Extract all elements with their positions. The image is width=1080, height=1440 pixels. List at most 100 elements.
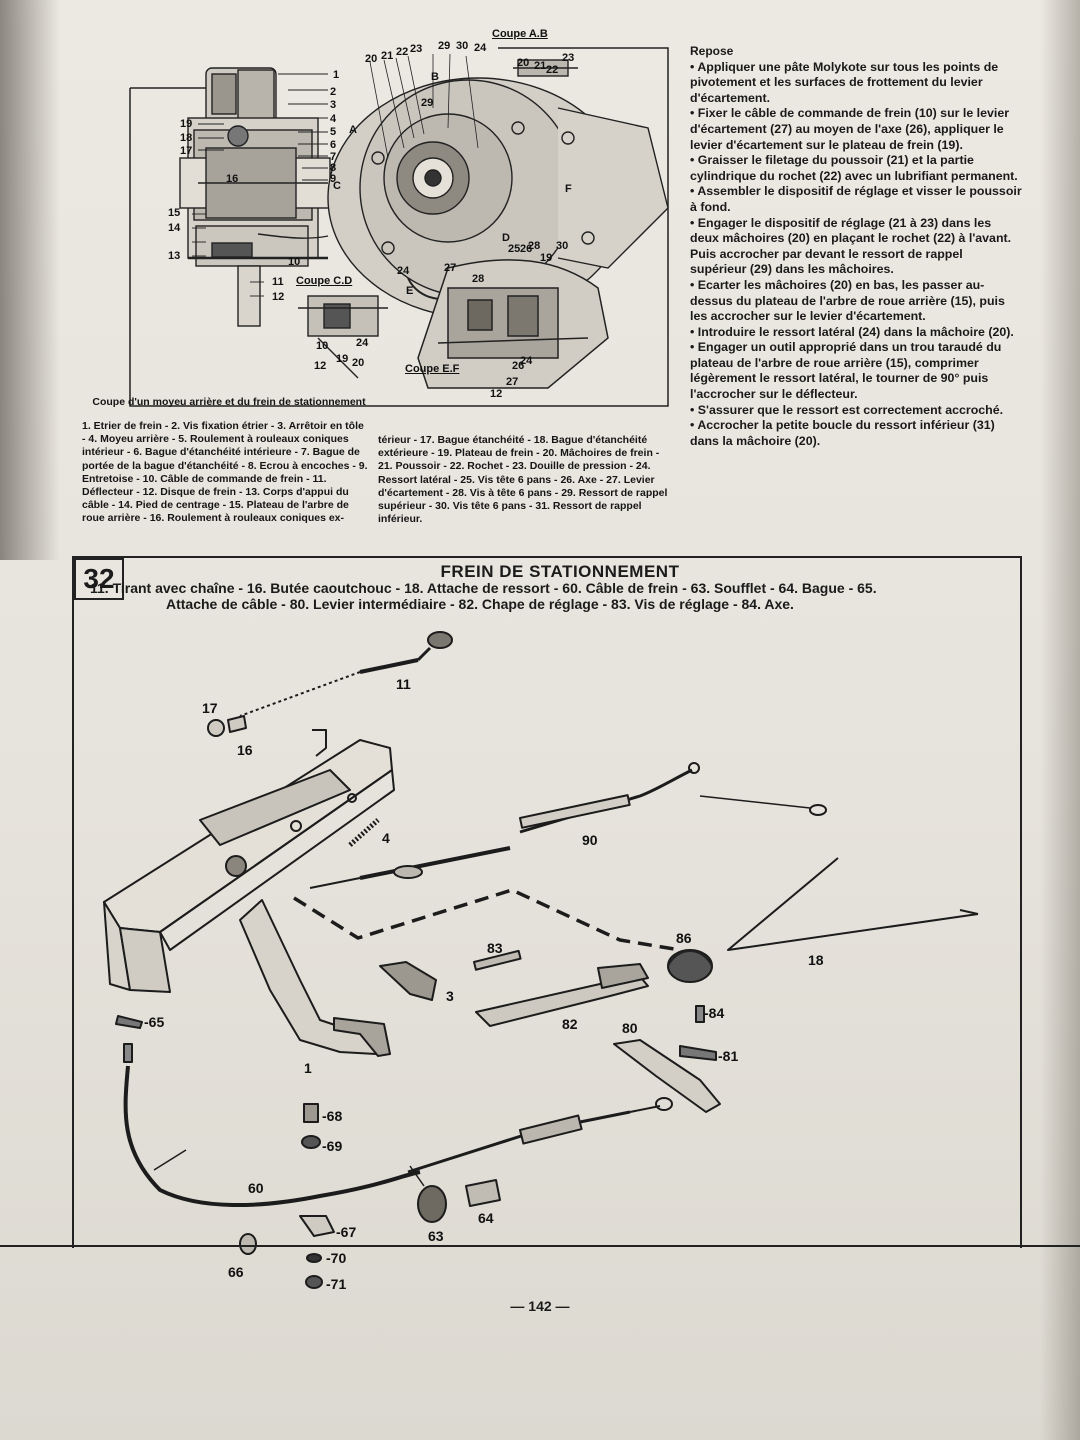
callout-14: 14 [168,222,181,234]
callout-15: 15 [168,207,181,219]
coupe-ef-label: Coupe E.F [405,363,460,375]
callout-2: 2 [330,86,337,98]
part-16: 16 [237,742,253,758]
part-81: -81 [718,1048,739,1064]
callout-16: 16 [226,173,239,185]
page-shadow-right [1040,0,1080,1440]
callout-9: 9 [330,173,337,185]
callout-cd-24: 24 [356,337,369,349]
coupe-cd-label: Coupe C.D [296,275,353,287]
callout-ab-21: 21 [534,60,547,72]
callout-5: 5 [330,126,337,138]
hub-section-drawing [129,47,669,407]
part-63: 63 [428,1228,444,1244]
section-bottom-rule [0,1245,1080,1247]
callout-ef-19: 19 [540,252,553,264]
repose-step: • Accrocher la petite boucle du ressort … [690,418,995,448]
part-80: 80 [622,1020,638,1036]
letter-b: B [431,71,439,83]
part-11: 11 [396,676,411,692]
section-frame [72,556,1022,1248]
callout-cd-19: 19 [336,353,349,365]
callout-7: 7 [330,151,337,163]
part-83: 83 [487,940,503,956]
figure-caption-col2: térieur - 17. Bague étanchéité - 18. Bag… [378,434,668,526]
callout-ef-30: 30 [556,240,569,252]
letter-f: F [565,183,572,195]
callout-11: 11 [272,276,284,288]
hub-section-figure [88,38,683,408]
part-64: 64 [478,1210,494,1226]
repose-step: • S'assurer que le ressort est correctem… [690,402,1004,417]
part-67: -67 [336,1224,357,1240]
callout-cd-20: 20 [352,357,365,369]
callout-12: 12 [272,291,285,303]
repose-step: • Assembler le dispositif de réglage et … [690,184,1022,214]
callout-ab-23: 23 [562,52,575,64]
part-69: -69 [322,1138,343,1154]
section-title: FREIN DE STATIONNEMENT [440,562,680,581]
letter-d: D [502,232,510,244]
callout-28-lower: 24 [520,355,533,367]
part-4: 4 [382,830,390,846]
repose-step: • Ecarter les mâchoires (20) en bas, les… [690,277,1005,324]
part-65: -65 [144,1014,165,1030]
letter-e: E [406,285,414,297]
callout-ef-12: 12 [490,388,503,400]
section-caption: 11. Tirant avec chaîne - 16. Butée caout… [90,580,1020,612]
repose-step: • Introduire le ressort latéral (24) dan… [690,324,1014,339]
callout-10: 10 [288,256,301,268]
callout-top-20: 20 [365,53,378,65]
callout-4: 4 [330,113,337,125]
callout-ef-27: 27 [506,376,519,388]
callout-top-30: 30 [456,40,469,52]
callout-top-22: 22 [396,46,409,58]
callout-ef-26b: 26 [512,360,525,372]
callout-8: 8 [330,162,337,174]
part-1: 1 [304,1060,312,1076]
callout-cd-12: 12 [314,360,327,372]
part-86: 86 [676,930,692,946]
section-caption-line1: 11. Tirant avec chaîne - 16. Butée caout… [90,580,877,596]
part-66: 66 [228,1264,244,1280]
callout-top-21: 21 [381,50,394,62]
repose-step: • Graisser le filetage du poussoir (21) … [690,153,1018,183]
callout-ab-20: 20 [517,57,530,69]
callout-1: 1 [333,69,340,81]
callout-18: 18 [180,132,193,144]
callout-3: 3 [330,99,337,111]
repose-instructions: Repose • Appliquer une pâte Molykote sur… [690,44,1022,449]
repose-step: • Fixer le câble de commande de frein (1… [690,106,1010,152]
callout-27-mid: 27 [444,262,457,274]
page-number: — 142 — [510,1298,570,1314]
page-shadow-left [0,0,60,560]
callout-13: 13 [168,250,181,262]
repose-step: • Engager un outil approprié dans un tro… [690,340,1002,402]
part-84: -84 [704,1005,725,1021]
part-18: 18 [808,952,824,968]
callout-ef-26: 26 [520,243,533,255]
part-17: 17 [202,700,218,716]
callout-6: 6 [330,139,337,151]
section-caption-line2: Attache de câble - 80. Levier intermédia… [166,595,794,612]
part-70: -70 [326,1250,347,1266]
part-90: 90 [582,832,598,848]
callout-top-24: 24 [474,42,487,54]
part-3: 3 [446,988,454,1004]
coupe-ab-label: Coupe A.B [492,28,548,40]
parking-brake-exploded-view [103,631,979,1289]
callout-24-lower: 24 [397,265,410,277]
part-68: -68 [322,1108,343,1124]
repose-step: • Appliquer une pâte Molykote sur tous l… [690,59,999,105]
callout-cd-10: 10 [316,340,329,352]
callout-29-mid: 29 [421,97,434,109]
part-60: 60 [248,1180,264,1196]
callout-top-23: 23 [410,43,423,55]
letter-a: A [349,124,357,136]
section-number: 32 [74,558,124,600]
part-71: -71 [326,1276,347,1292]
callout-ef-28b: 28 [528,240,541,252]
callout-ef-25: 25 [508,243,521,255]
repose-heading: Repose [690,44,734,58]
callout-top-29: 29 [438,40,451,52]
